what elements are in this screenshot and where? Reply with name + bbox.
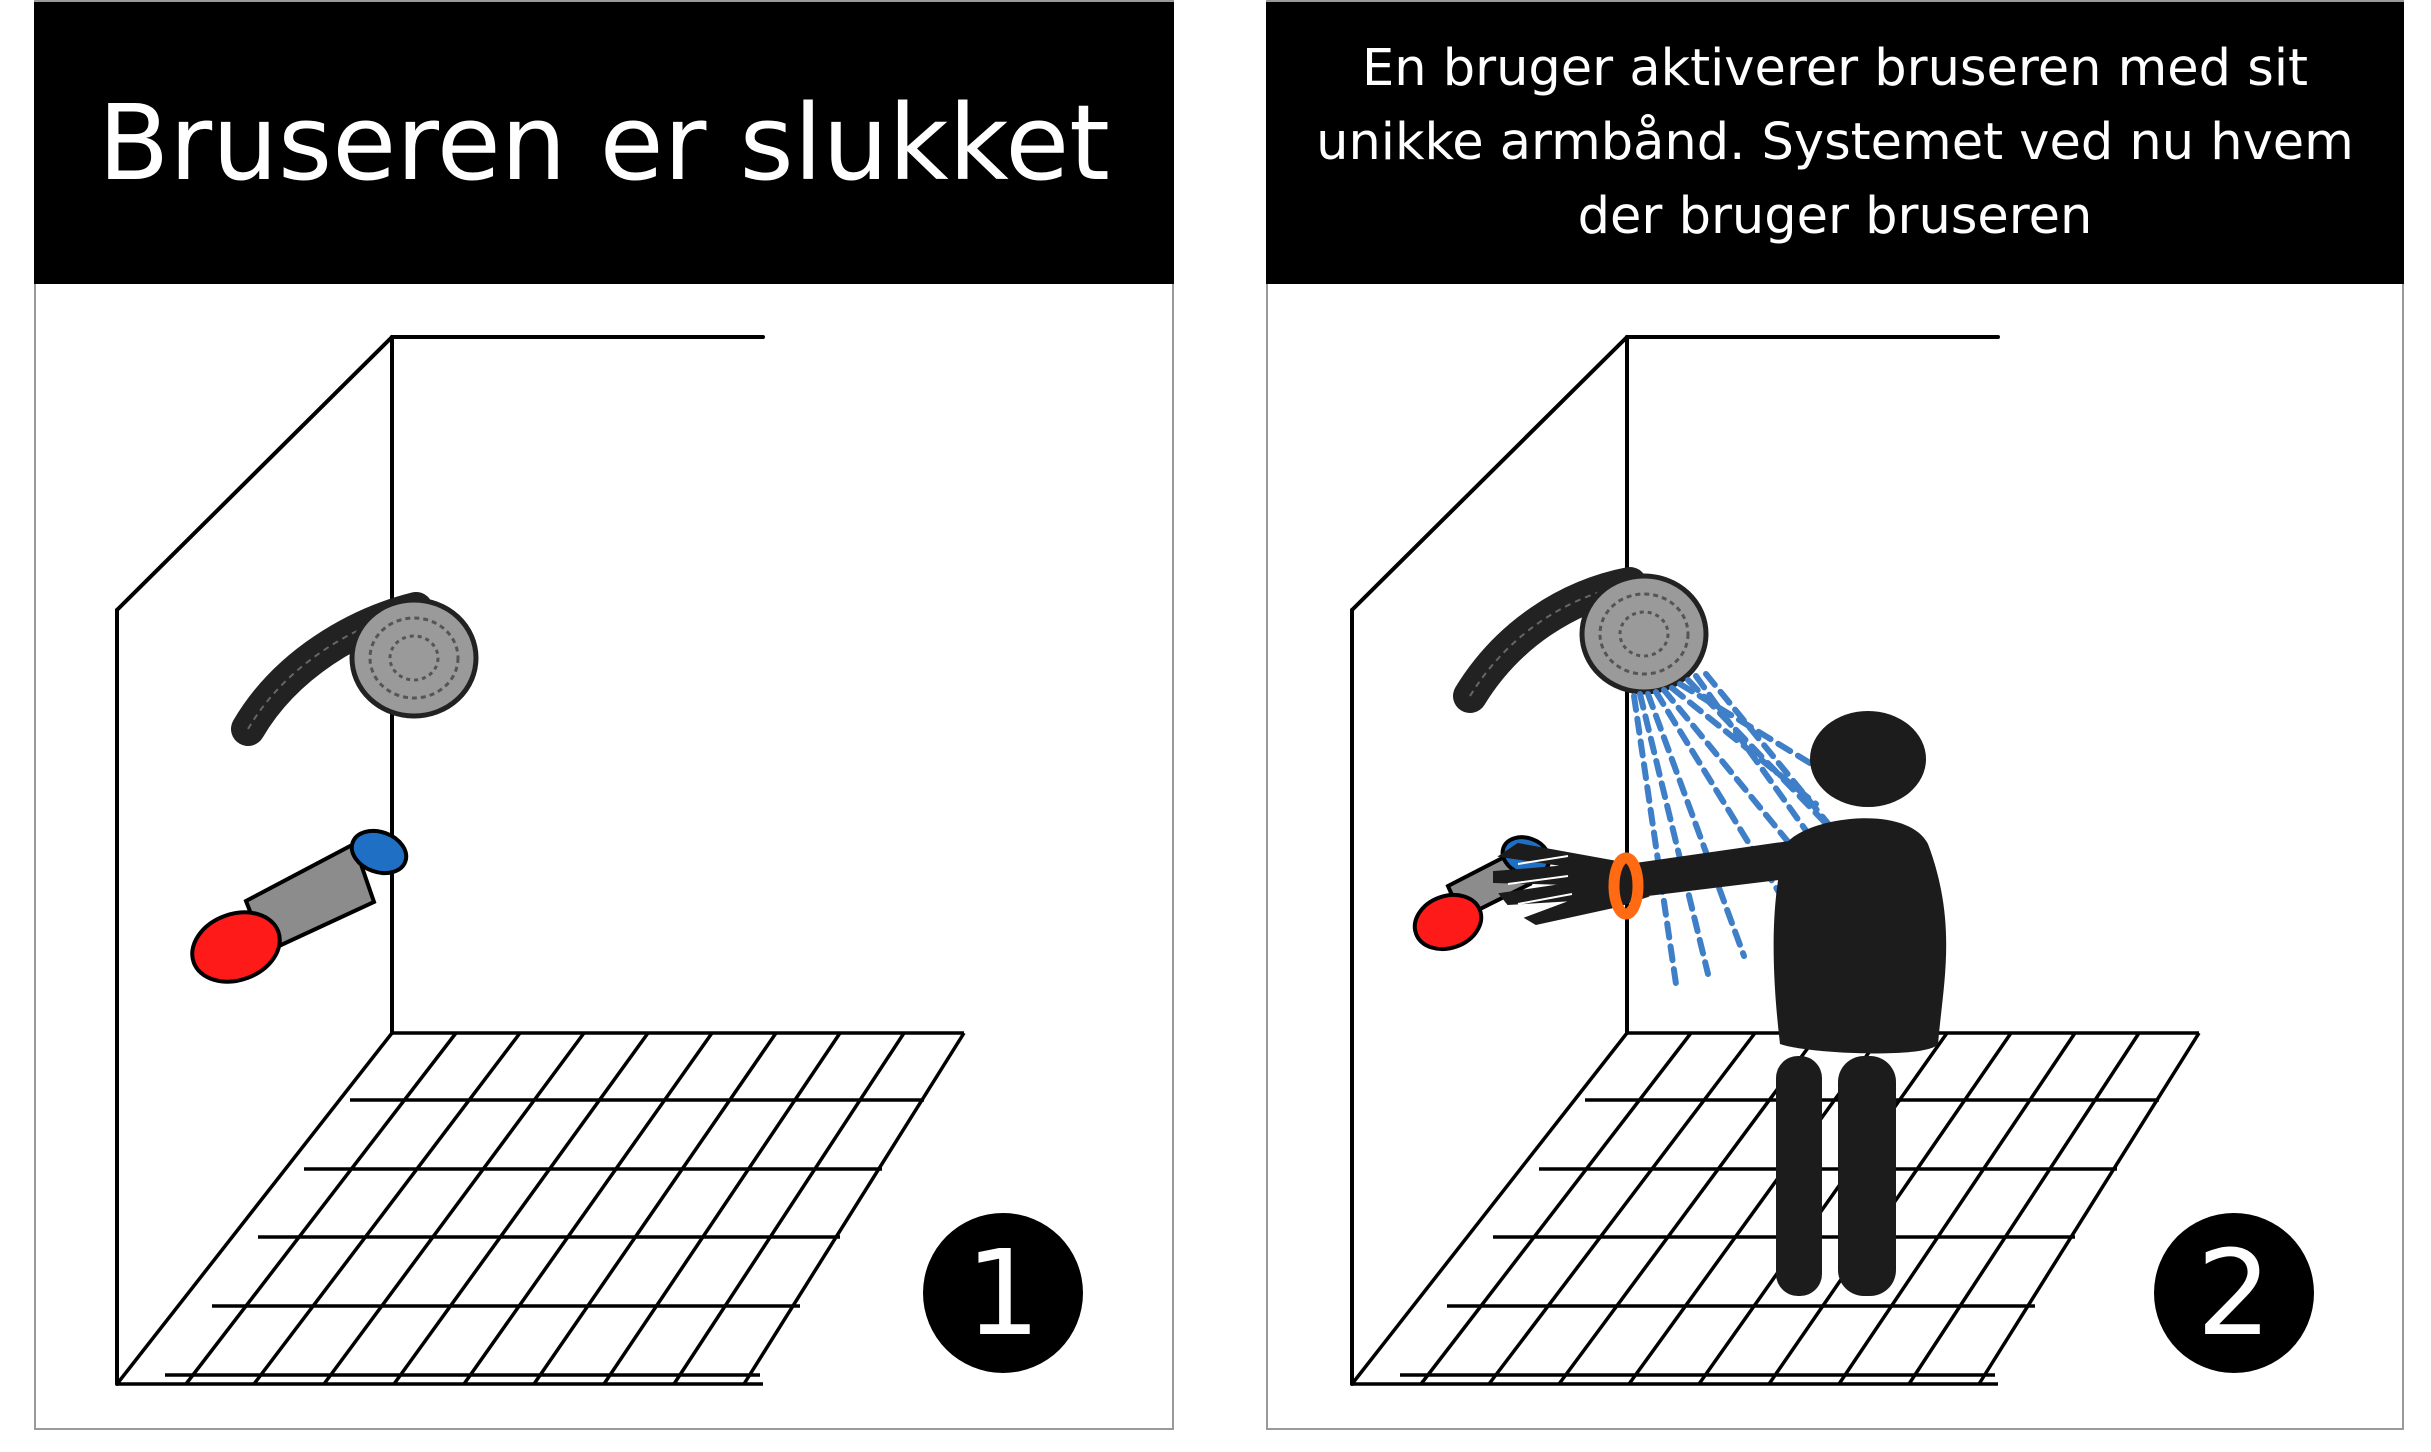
person-leg-left (1776, 1056, 1822, 1296)
wristband-icon (1608, 852, 1644, 920)
person-arm (1628, 839, 1828, 896)
panel-2: En bruger aktiverer bruseren med sit uni… (1266, 0, 2404, 1430)
tiled-floor (115, 1031, 966, 1386)
step-number-2: 2 (2196, 1224, 2272, 1362)
panel-2-title: En bruger aktiverer bruseren med sit uni… (1316, 39, 2354, 246)
person-icon (1493, 711, 1947, 1296)
panel-2-header: En bruger aktiverer bruseren med sit uni… (1266, 2, 2404, 284)
valve-icon (190, 828, 409, 984)
shower-head-icon (1453, 567, 1709, 713)
person-hand (1493, 842, 1650, 926)
person-head (1810, 711, 1926, 807)
shower-head-icon (231, 592, 479, 746)
tiled-floor (1350, 1031, 2201, 1386)
panel-1: Bruseren er slukket (34, 0, 1174, 1430)
shower-scene-2 (1350, 335, 2201, 1386)
person-torso (1773, 818, 1947, 1054)
step-badge-2: 2 (2154, 1213, 2314, 1373)
step-badge-1: 1 (923, 1213, 1083, 1373)
step-number-1: 1 (965, 1224, 1041, 1362)
shower-walls (115, 335, 765, 1386)
panel-1-title: Bruseren er slukket (98, 82, 1110, 204)
panel-1-header: Bruseren er slukket (34, 2, 1174, 284)
shower-scene-1 (115, 335, 966, 1386)
person-leg-right (1838, 1056, 1896, 1296)
